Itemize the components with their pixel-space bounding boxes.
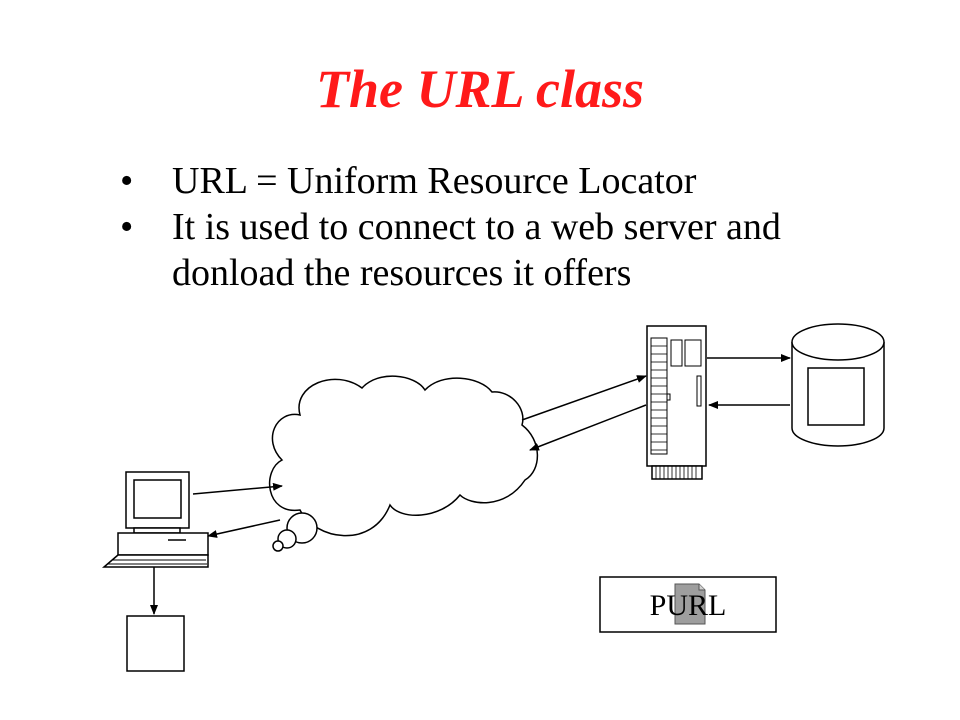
document-icon: [674, 583, 706, 625]
arrow-cloud-to-computer: [207, 519, 281, 538]
bullet-continuation: donload the resources it offers: [172, 252, 632, 294]
slide-title: The URL class: [316, 59, 644, 119]
connection-arrows: [150, 354, 791, 615]
output-box: [126, 615, 185, 672]
arrow-computer-to-cloud: [192, 482, 283, 495]
server-icon: [646, 325, 707, 480]
cloud-icon: [268, 375, 539, 552]
arrow-cloud-to-server: [521, 375, 647, 421]
bullet-text: It is used to connect to a web server an…: [172, 206, 781, 248]
bullet-list: URL = Uniform Resource Locator It is use…: [120, 158, 781, 296]
purl-box: PURL: [599, 576, 777, 633]
bullet-item: URL = Uniform Resource Locator: [120, 158, 781, 204]
computer-icon: [101, 471, 209, 568]
database-icon: [791, 323, 885, 447]
bullet-text: URL = Uniform Resource Locator: [172, 160, 697, 202]
arrow-server-to-cloud: [529, 404, 647, 451]
bullet-item: It is used to connect to a web server an…: [120, 204, 781, 296]
purl-label: PURL: [650, 589, 727, 622]
